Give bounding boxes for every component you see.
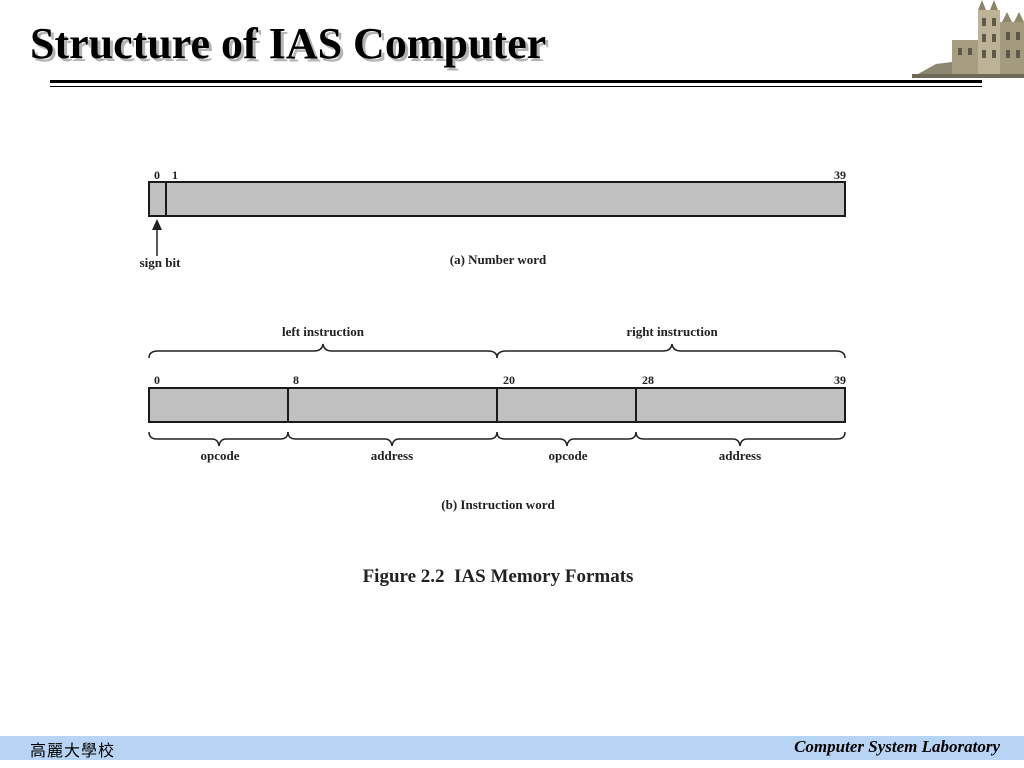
sign-bit-field [148,181,167,217]
bit-label-1: 1 [172,168,178,182]
university-building-logo [912,0,1024,78]
right-address-field [635,387,846,423]
footer-lab-name: Computer System Laboratory [794,737,1000,756]
left-address-brace [287,431,498,447]
sign-bit-arrowhead [152,219,162,230]
instruction-word-caption: (b) Instruction word [441,497,555,512]
sign-bit-annotation: sign bit [140,255,181,270]
right-instruction-label: right instruction [626,324,718,339]
left-instruction-brace [148,343,498,359]
bit-label-39: 39 [834,373,846,387]
number-word-caption: (a) Number word [450,252,547,267]
bit-label-0: 0 [154,168,160,182]
right-opcode-field [496,387,637,423]
left-instruction-label: left instruction [282,324,365,339]
left-opcode-brace [148,431,289,447]
right-opcode-brace [496,431,637,447]
footer-bar: 高麗大學校 Computer System Laboratory [0,736,1024,760]
slide-title: Structure of IAS Computer [30,19,547,68]
bit-label-8: 8 [293,373,299,387]
bit-label-28: 28 [642,373,654,387]
ias-memory-format-diagram: 0 1 39 sign bit (a) Number word left ins… [140,168,846,587]
left-opcode-field [148,387,289,423]
right-instruction-brace [496,343,846,359]
right-address-label: address [719,448,761,463]
left-address-label: address [371,448,413,463]
number-magnitude-field [165,181,846,217]
right-opcode-label: opcode [549,448,588,463]
footer-school-name: 高麗大學校 [30,741,116,760]
left-address-field [287,387,498,423]
title-underline [50,80,982,83]
title-underline-thin [50,86,982,87]
bit-label-0: 0 [154,373,160,387]
right-address-brace [635,431,846,447]
bit-label-39: 39 [834,168,846,182]
left-opcode-label: opcode [201,448,240,463]
bit-label-20: 20 [503,373,515,387]
figure-caption: Figure 2.2 IAS Memory Formats [363,566,634,587]
